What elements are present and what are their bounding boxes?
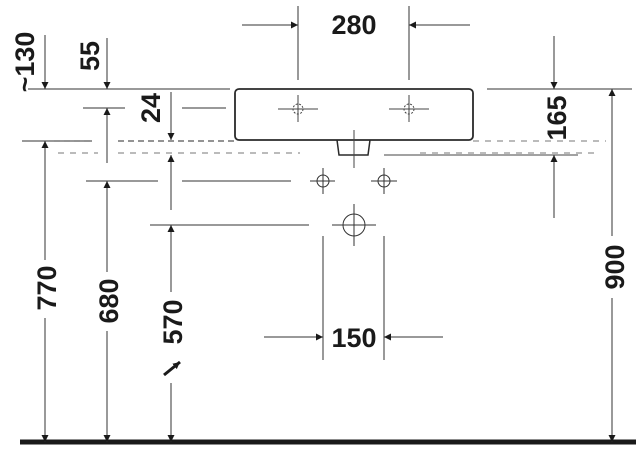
dim-165: 165 xyxy=(542,95,572,140)
tap-hole-left xyxy=(278,95,318,122)
dim-570: 570 xyxy=(158,299,188,344)
tap-hole-right xyxy=(389,95,429,122)
dim-770: 770 xyxy=(32,265,62,310)
dim-900: 900 xyxy=(600,244,630,289)
waste-connection xyxy=(332,204,376,246)
arrow-indicator-icon xyxy=(163,360,181,377)
water-connection-right xyxy=(371,168,397,194)
dim-24: 24 xyxy=(136,93,166,123)
dim-680: 680 xyxy=(94,278,124,323)
dim-150: 150 xyxy=(331,323,376,353)
water-connection-left xyxy=(310,168,335,194)
dim-280: 280 xyxy=(331,10,376,40)
dim-approx-130: ~130 xyxy=(10,32,40,93)
dim-55: 55 xyxy=(75,41,105,71)
